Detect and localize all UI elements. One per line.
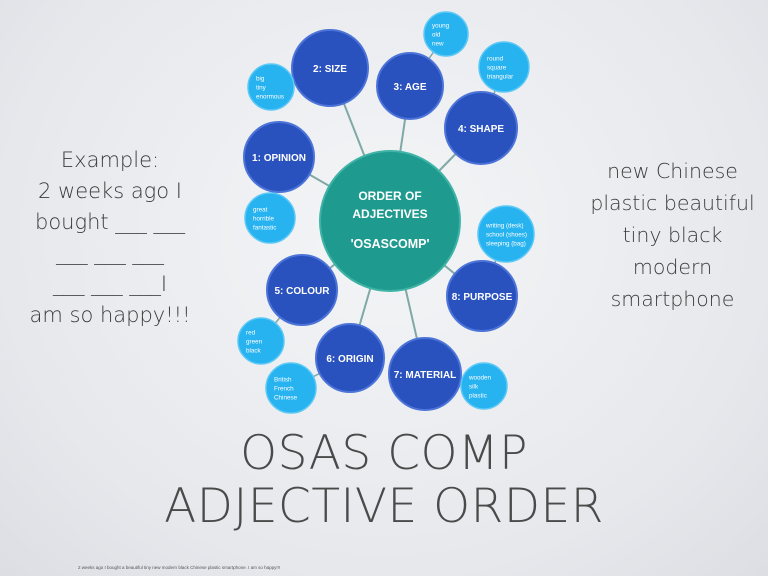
example-word: square (487, 65, 507, 72)
example-word: writing (desk) (485, 223, 523, 230)
example-word: Chinese (274, 395, 298, 402)
examples-shape: round square triangular (478, 41, 530, 93)
node-label: 6: ORIGIN (326, 354, 373, 365)
example-word: plastic (469, 393, 487, 400)
example-word: new (432, 41, 444, 48)
node-purpose: 8: PURPOSE (446, 260, 518, 332)
example-circle (247, 63, 295, 111)
node-age: 3: AGE (376, 52, 444, 120)
example-word: tiny (256, 85, 267, 92)
title-line: ADJECTIVE ORDER (164, 479, 604, 534)
example-circle (265, 362, 317, 414)
node-label: 7: MATERIAL (394, 370, 457, 381)
examples-colour: red green black (237, 317, 285, 365)
center-label: ADJECTIVES (352, 207, 427, 221)
examples-material: wooden silk plastic (460, 362, 508, 410)
node-opinion: 1: OPINION (243, 121, 315, 193)
example-word: old (432, 32, 441, 39)
center-circle (319, 150, 461, 292)
examples-purpose: writing (desk) school (shoes) sleeping (ba… (477, 205, 535, 263)
node-material: 7: MATERIAL (388, 337, 462, 411)
example-sentence: Example: 2 weeks ago I bought ___ ___ __… (10, 145, 210, 331)
answer-line: new Chinese (607, 159, 738, 183)
node-circle (376, 52, 444, 120)
node-shape: 4: SHAPE (444, 91, 518, 165)
example-word: British (274, 377, 292, 384)
example-line: ___ ___ ___ (56, 241, 164, 265)
example-word: French (274, 386, 294, 393)
node-label: 2: SIZE (313, 64, 347, 75)
node-circle (446, 260, 518, 332)
footnote-text: 2 weeks ago I bought a beautiful tiny ne… (78, 565, 281, 570)
example-word: sleeping (bag) (486, 241, 526, 248)
example-word: enormous (256, 94, 284, 101)
examples-opinion: great horrible fantastic (244, 192, 296, 244)
example-word: big (256, 76, 265, 83)
answer-line: smartphone (610, 287, 735, 311)
answer-line: modern (632, 255, 713, 279)
title-line: OSAS COMP (240, 426, 528, 481)
example-word: round (487, 56, 504, 63)
examples-size: big tiny enormous (247, 63, 295, 111)
center-label: 'OSASCOMP' (351, 237, 430, 251)
node-label: 4: SHAPE (458, 124, 504, 135)
example-circle (244, 192, 296, 244)
answer-line: plastic beautiful (590, 191, 755, 215)
example-word: green (246, 339, 263, 346)
node-circle (444, 91, 518, 165)
example-word: horrible (253, 216, 274, 223)
example-word: school (shoes) (486, 232, 527, 239)
example-line: bought ___ ___ (35, 210, 185, 234)
example-line: Example: (60, 148, 160, 172)
examples-age: young old new (423, 11, 469, 57)
example-word: triangular (487, 74, 513, 81)
example-circle (423, 11, 469, 57)
node-label: 1: OPINION (252, 153, 306, 164)
adjective-order-diagram: ORDER OF ADJECTIVES 'OSASCOMP' 1: OPINION 2:… (237, 11, 535, 414)
node-circle (291, 29, 369, 107)
node-circle (315, 323, 385, 393)
node-label: 8: PURPOSE (452, 292, 513, 303)
slide-title: OSAS COMP ADJECTIVE ORDER (0, 427, 768, 533)
answer-line: tiny black (622, 223, 723, 247)
example-word: red (246, 330, 256, 337)
example-circle (460, 362, 508, 410)
answer-words: new Chinese plastic beautiful tiny black… (580, 155, 765, 315)
node-size: 2: SIZE (291, 29, 369, 107)
node-circle (388, 337, 462, 411)
diagram-bubbles: ORDER OF ADJECTIVES 'OSASCOMP' 1: OPINION 2:… (237, 11, 535, 414)
example-circle (237, 317, 285, 365)
example-word: young (432, 23, 450, 30)
example-word: wooden (468, 375, 492, 382)
example-circle (478, 41, 530, 93)
example-line: am so happy!!! (29, 303, 191, 327)
example-word: great (253, 207, 268, 214)
node-circle (243, 121, 315, 193)
node-label: 5: COLOUR (275, 286, 331, 297)
example-word: silk (469, 384, 479, 391)
example-line: ___ ___ ___I (52, 272, 168, 296)
example-line: 2 weeks ago I (37, 179, 183, 203)
node-label: 3: AGE (394, 82, 427, 93)
example-word: black (246, 348, 262, 355)
center-label: ORDER OF (358, 189, 421, 203)
center-node: ORDER OF ADJECTIVES 'OSASCOMP' (319, 150, 461, 292)
example-word: fantastic (253, 225, 276, 232)
node-origin: 6: ORIGIN (315, 323, 385, 393)
node-colour: 5: COLOUR (266, 254, 338, 326)
node-circle (266, 254, 338, 326)
example-circle (477, 205, 535, 263)
